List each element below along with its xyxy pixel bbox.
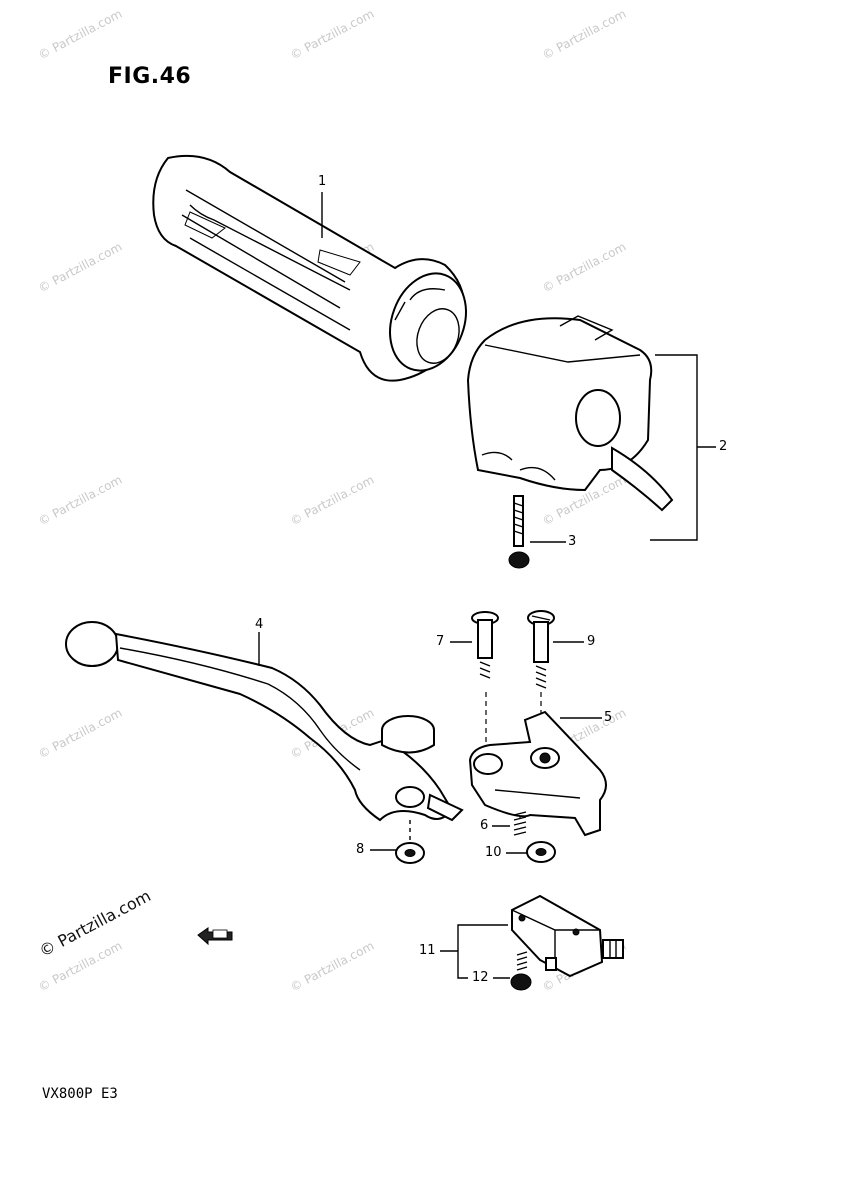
callout-6: 6 [480,818,489,833]
part-bracket-5 [468,710,607,837]
part-screw-3 [508,495,530,569]
part-pin-7 [471,611,499,679]
part-screw-12 [510,951,532,991]
callout-9: 9 [587,634,596,649]
part-nut-8 [395,820,425,864]
callout-8: 8 [356,842,365,857]
model-code: VX800P E3 [42,1086,118,1102]
part-spring-6 [513,811,527,836]
callout-7: 7 [436,634,445,649]
callout-2: 2 [719,439,728,454]
bracket-2 [650,354,698,541]
callout-3: 3 [568,534,577,549]
callout-10: 10 [485,845,502,860]
callout-4: 4 [255,617,264,632]
reference-arrow-icon [197,927,233,946]
part-switch-11 [511,894,624,978]
callout-12: 12 [472,970,489,985]
part-switch-housing [466,315,674,512]
part-grip [152,154,467,382]
callout-1: 1 [318,174,327,189]
callout-5: 5 [604,710,613,725]
callout-11: 11 [419,943,436,958]
figure-title: FIG.46 [108,64,192,89]
part-nut-10 [526,841,556,863]
part-lever [65,621,464,822]
part-bolt-9 [527,610,555,689]
